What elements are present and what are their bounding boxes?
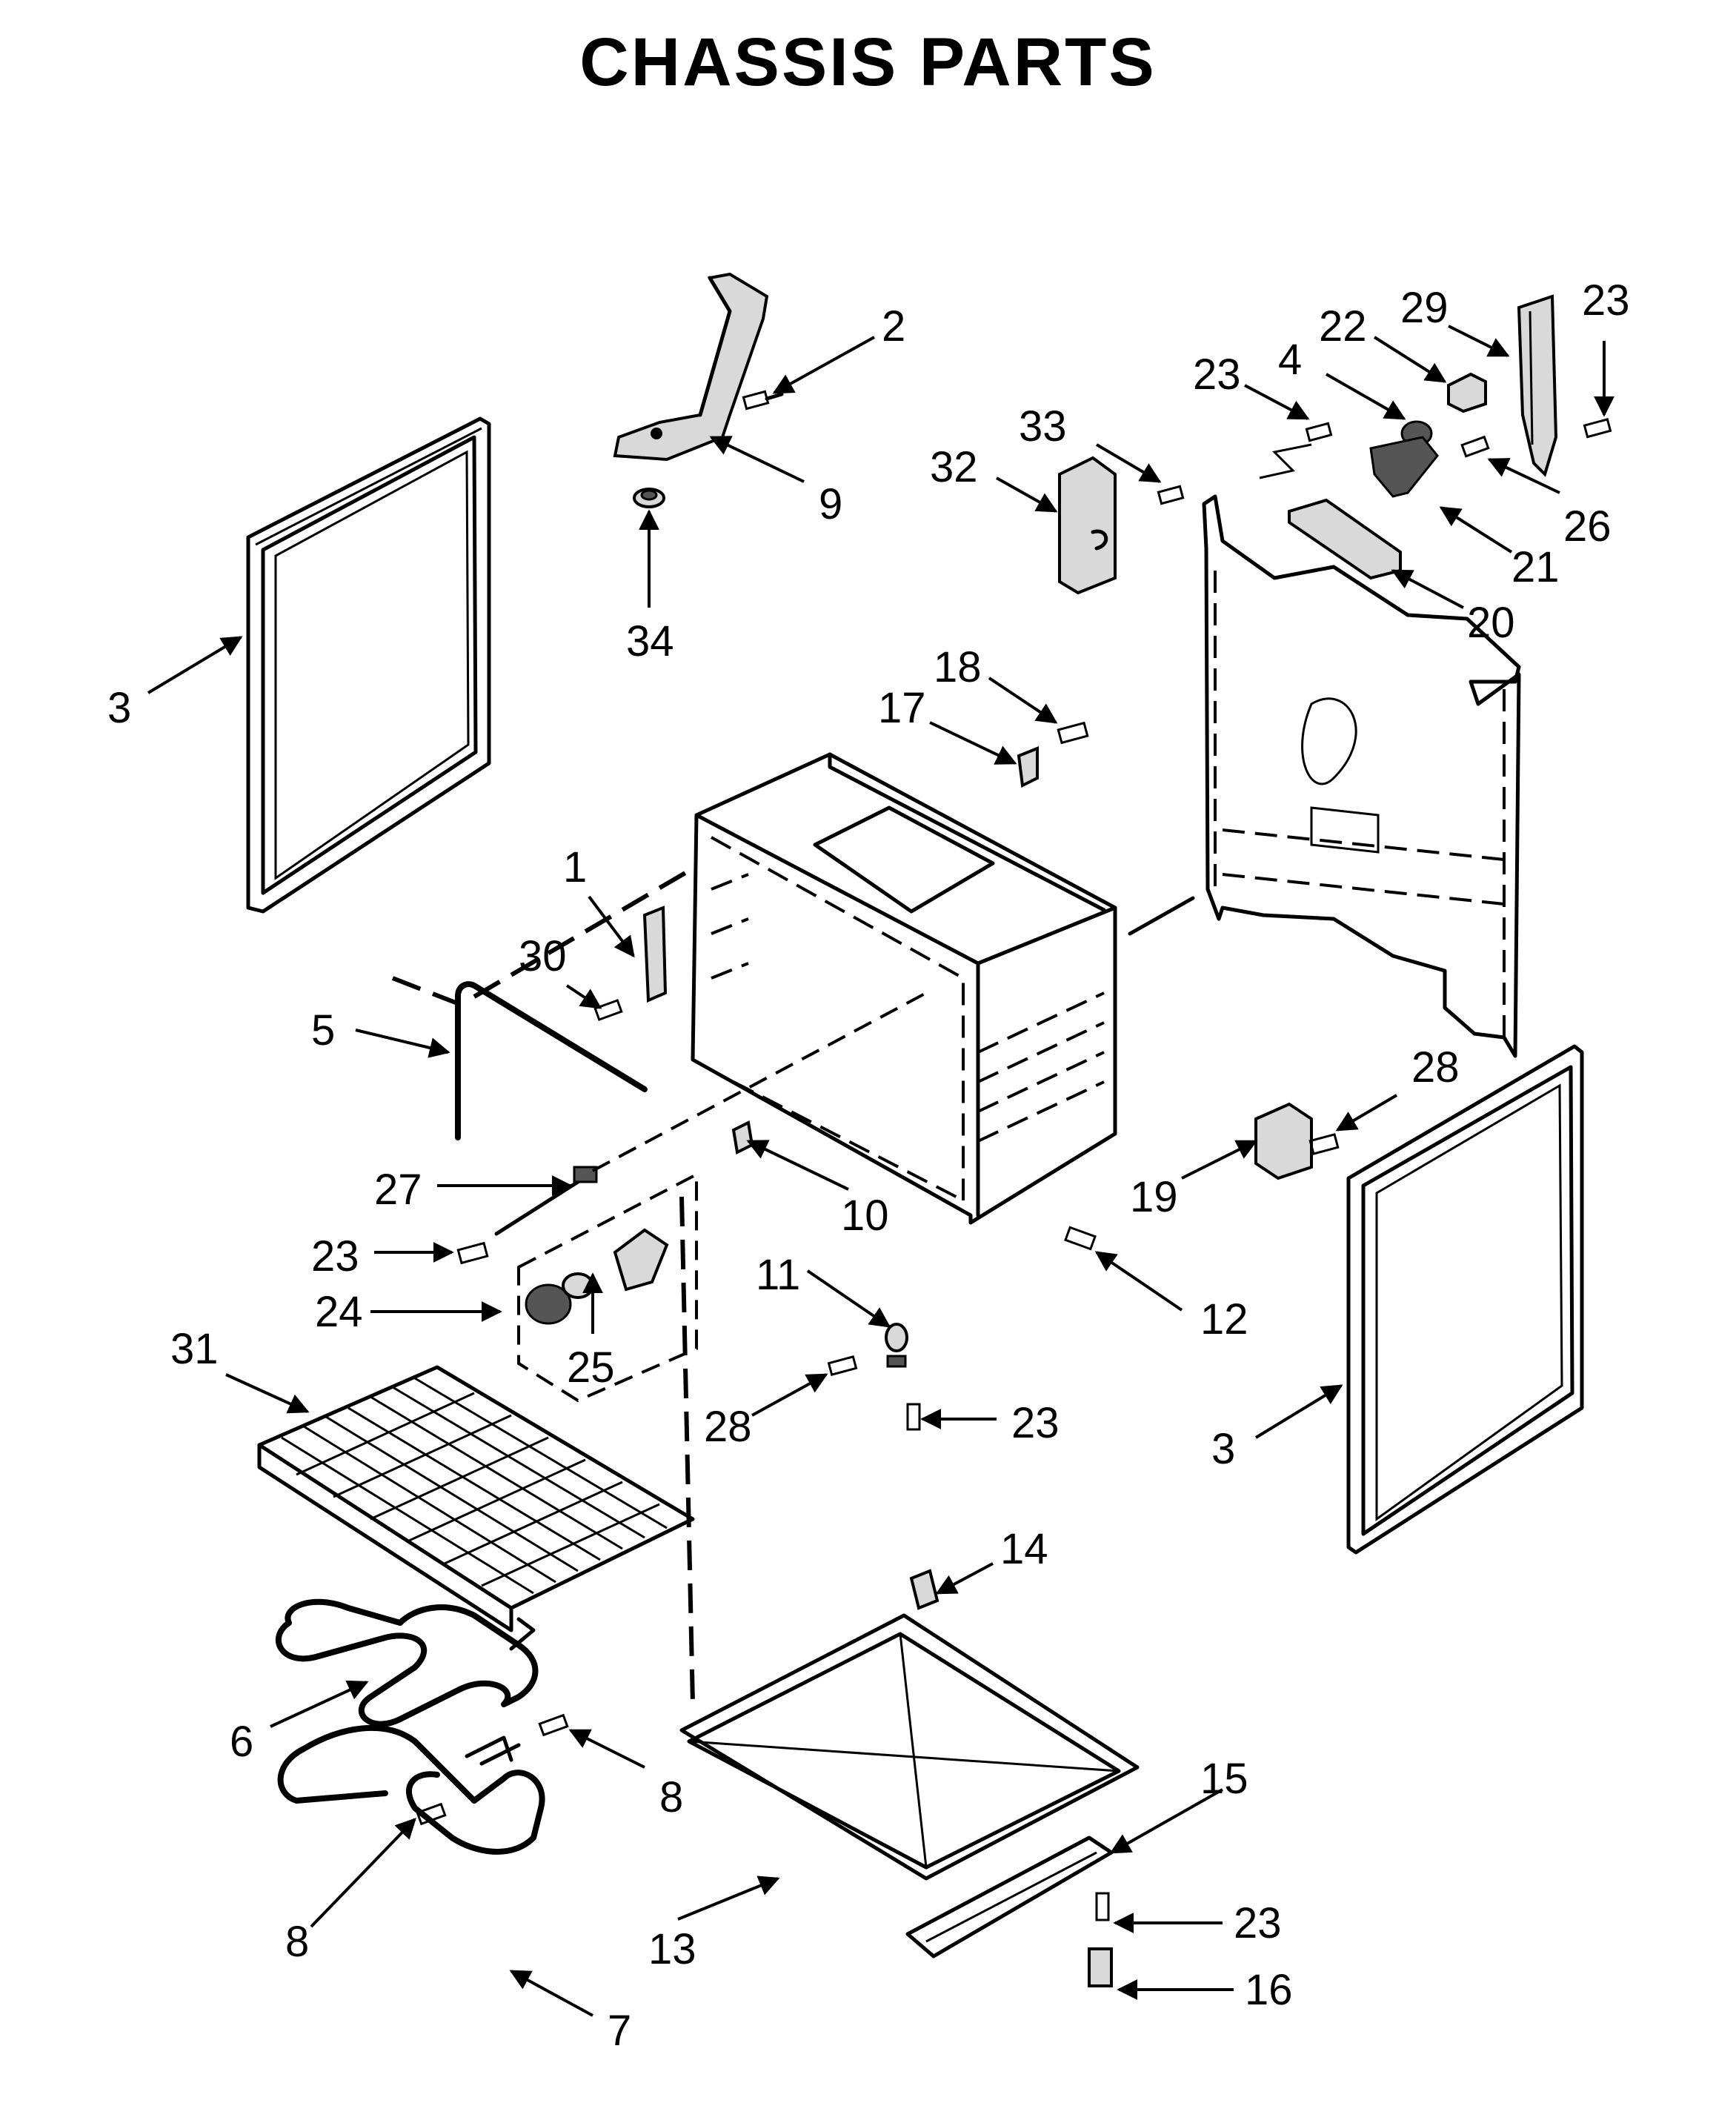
- part-clip-14: [909, 1569, 939, 1610]
- callout-32: 32: [930, 443, 978, 491]
- part-top-bracket: [613, 272, 769, 462]
- part-bottom-bracket: [905, 1835, 1114, 1959]
- connection-line: [1128, 896, 1195, 936]
- screw-23-top-left: [1305, 422, 1333, 442]
- callout-2: 2: [882, 302, 905, 350]
- callout-23: 23: [1582, 276, 1630, 325]
- part-left-side-panel: [246, 416, 491, 914]
- part-insulation-block: [1058, 456, 1117, 595]
- callout-30: 30: [519, 932, 567, 980]
- callout-23: 23: [1234, 1899, 1282, 1947]
- part-broil-element: [275, 1598, 539, 1727]
- callout-29: 29: [1400, 284, 1449, 332]
- part-clamp: [1447, 372, 1487, 413]
- part-oven-rack: [257, 1365, 695, 1632]
- screw-2: [742, 390, 784, 411]
- callout-11: 11: [756, 1251, 800, 1299]
- part-gasket: [391, 868, 691, 1140]
- callout-23: 23: [1193, 350, 1241, 399]
- screw-23-bottom: [1095, 1892, 1110, 1921]
- callout-13: 13: [648, 1925, 696, 1973]
- callout-24: 24: [315, 1288, 363, 1336]
- callout-18: 18: [934, 643, 982, 691]
- dashed-guide: [679, 1196, 695, 1705]
- screw-23-left: [456, 1241, 489, 1265]
- part-leveling-foot: [633, 488, 665, 508]
- callout-9: 9: [819, 480, 842, 528]
- callout-6: 6: [230, 1718, 253, 1766]
- callout-16: 16: [1245, 1966, 1293, 2014]
- ground-wire: [1259, 443, 1312, 479]
- screw-33: [1157, 485, 1185, 505]
- part-hinge-19: [1254, 1102, 1313, 1180]
- callout-27: 27: [374, 1166, 422, 1214]
- callout-3: 3: [1211, 1425, 1235, 1473]
- screw-23-top-right: [1583, 418, 1612, 439]
- callout-3: 3: [107, 684, 131, 732]
- part-hinge-bracket: [642, 906, 668, 1003]
- screw-23-mid: [906, 1403, 921, 1431]
- callout-34: 34: [626, 617, 674, 665]
- part-right-side-panel: [1346, 1044, 1584, 1555]
- callout-4: 4: [1278, 336, 1302, 384]
- callout-20: 20: [1467, 599, 1515, 647]
- part-terminal-bracket: [1288, 498, 1402, 580]
- callout-17: 17: [878, 684, 926, 732]
- screw-28-right: [1308, 1133, 1340, 1155]
- callout-19: 19: [1130, 1173, 1178, 1221]
- callout-15: 15: [1200, 1755, 1248, 1803]
- callout-22: 22: [1319, 302, 1367, 350]
- screw-30: [593, 999, 623, 1021]
- callout-leaders: [147, 325, 1614, 2017]
- callout-8: 8: [285, 1918, 309, 1966]
- callout-1: 1: [563, 843, 587, 891]
- callout-26: 26: [1563, 502, 1612, 551]
- callout-33: 33: [1019, 402, 1067, 451]
- part-anti-tip: [885, 1323, 908, 1368]
- part-hinge-receiver: [1017, 746, 1039, 788]
- callout-8: 8: [659, 1773, 683, 1821]
- part-rear-panel: [1202, 494, 1521, 1058]
- callout-23: 23: [1011, 1399, 1060, 1447]
- callout-28: 28: [1411, 1043, 1460, 1092]
- screw-28-mid: [827, 1355, 858, 1376]
- callout-7: 7: [608, 2007, 631, 2055]
- part-oven-bottom: [679, 1613, 1140, 1881]
- callout-10: 10: [841, 1192, 889, 1240]
- callout-12: 12: [1200, 1295, 1248, 1343]
- screw-26: [1460, 435, 1490, 458]
- callout-14: 14: [1000, 1525, 1048, 1573]
- part-rear-bracket: [1517, 294, 1558, 477]
- part-leveling-leg: [1088, 1947, 1113, 1987]
- part-terminal-block: [1369, 436, 1439, 498]
- screw-8-upper: [538, 1713, 569, 1737]
- callout-21: 21: [1511, 543, 1560, 591]
- callout-23: 23: [311, 1232, 359, 1280]
- diagram-title: CHASSIS PARTS: [579, 24, 1157, 100]
- screw-18: [1057, 721, 1089, 745]
- part-clip-10: [731, 1120, 754, 1155]
- callout-28: 28: [704, 1403, 752, 1451]
- callout-31: 31: [170, 1325, 219, 1373]
- screw-8-lower: [416, 1802, 447, 1826]
- part-oven-cavity: [691, 752, 1117, 1225]
- screw-12: [1064, 1226, 1097, 1251]
- part-bake-element: [277, 1724, 545, 1855]
- callout-25: 25: [567, 1343, 615, 1392]
- callout-5: 5: [311, 1006, 335, 1054]
